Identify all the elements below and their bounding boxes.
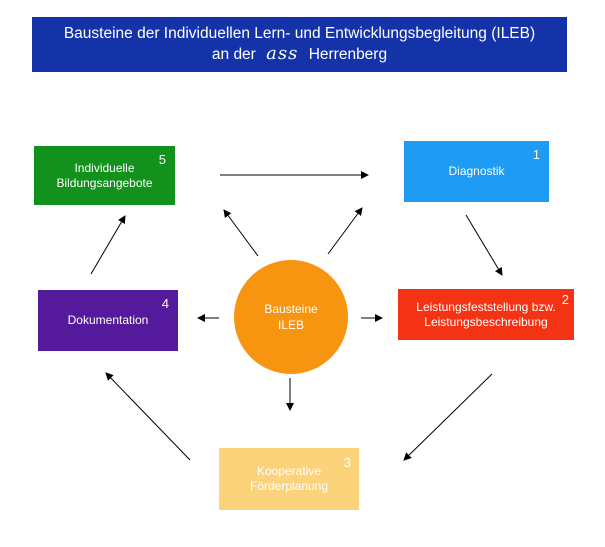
box-number: 1: [532, 147, 540, 162]
box-number: 5: [158, 152, 166, 167]
box-number: 4: [161, 296, 169, 311]
arrow-2-to-3: [403, 373, 493, 461]
box-individuelle-bildungsangebote: 5 Individuelle Bildungsangebote: [34, 146, 175, 205]
box-label-line-1: Leistungsfeststellung bzw.: [416, 299, 556, 314]
title-line-2: an der ass Herrenberg: [32, 44, 567, 65]
arrow-center-to-1: [327, 207, 363, 255]
box-label: Leistungsfeststellung bzw. Leistungsbesc…: [416, 300, 555, 330]
arrow-4-to-5: [90, 215, 126, 275]
box-label: Dokumentation: [67, 313, 149, 327]
box-kooperative-foerderplanung: 3 Kooperative Förderplanung: [219, 448, 359, 510]
box-dokumentation: 4 Dokumentation: [38, 290, 178, 351]
box-label-line-2: Förderplanung: [249, 479, 329, 493]
box-label: Individuelle Bildungsangebote: [56, 161, 152, 191]
center-circle-bausteine-ileb: Bausteine ILEB: [234, 260, 348, 374]
school-logo: ass: [266, 43, 299, 64]
box-label: Kooperative Förderplanung: [250, 464, 328, 494]
title-banner: Bausteine der Individuellen Lern- und En…: [32, 17, 567, 72]
title-line-1: Bausteine der Individuellen Lern- und En…: [63, 25, 536, 42]
box-label: Diagnostik: [448, 164, 505, 178]
title-suffix: Herrenberg: [308, 46, 388, 63]
box-number: 2: [561, 292, 569, 307]
box-label-line-2: Leistungsbeschreibung: [424, 314, 548, 329]
arrow-center-to-5: [223, 209, 259, 257]
title-prefix: an der: [211, 46, 256, 63]
box-label-line-1: Individuelle: [74, 160, 135, 175]
center-label-line-2: ILEB: [277, 318, 304, 332]
box-leistungsfeststellung: 2 Leistungsfeststellung bzw. Leistungsbe…: [398, 289, 574, 340]
box-number: 3: [343, 455, 351, 470]
arrow-1-to-2: [465, 214, 503, 276]
box-label-line-1: Kooperative: [256, 464, 322, 478]
center-label: Bausteine ILEB: [264, 301, 317, 333]
box-diagnostik: 1 Diagnostik: [404, 141, 549, 202]
center-label-line-1: Bausteine: [264, 302, 318, 316]
arrow-3-to-4: [105, 372, 191, 461]
box-label-line-2: Bildungsangebote: [56, 175, 153, 190]
